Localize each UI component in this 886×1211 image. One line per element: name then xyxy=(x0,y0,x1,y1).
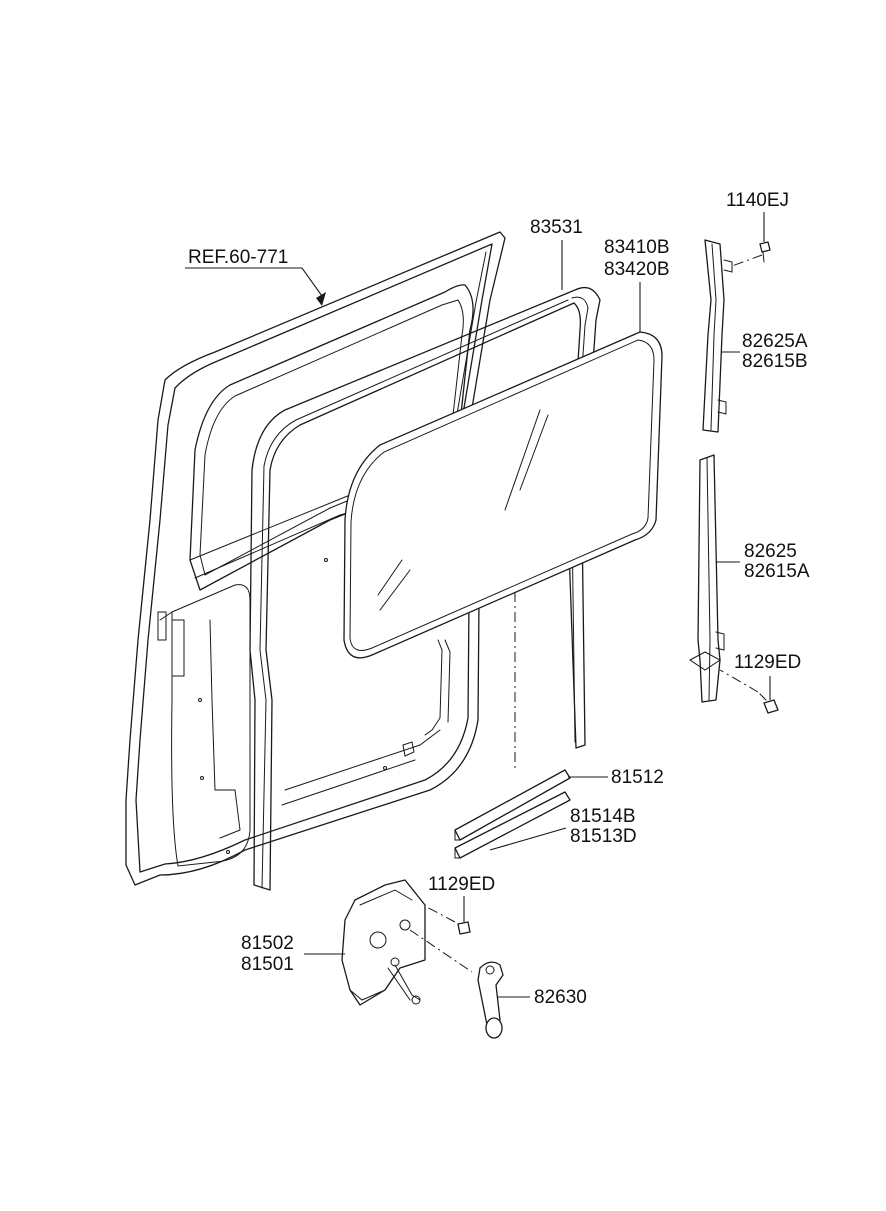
callout-glass-a: 83410B xyxy=(604,237,670,258)
lower-channel xyxy=(454,592,571,859)
callout-run-upper-b: 82615B xyxy=(742,351,808,372)
callout-weatherstrip: 83531 xyxy=(530,217,583,238)
window-regulator xyxy=(341,879,473,1006)
bolt-1129ed-upper xyxy=(719,669,779,714)
upper-glass-run xyxy=(702,239,733,433)
callout-run-lower-b: 82615A xyxy=(744,561,810,582)
callout-channel-a: 81514B xyxy=(570,806,636,827)
door-weatherstrip xyxy=(249,286,601,891)
lower-glass-run xyxy=(689,454,725,703)
bolt-1140ej xyxy=(731,241,771,267)
callout-channel: 81512 xyxy=(611,767,664,788)
window-handle xyxy=(477,961,504,1039)
callout-channel-b: 81513D xyxy=(570,826,637,847)
callout-regulator-a: 81502 xyxy=(241,933,294,954)
callout-run-upper-a: 82625A xyxy=(742,331,808,352)
callout-bolt-mid: 1129ED xyxy=(734,652,801,673)
callout-ref: REF.60-771 xyxy=(188,247,288,268)
bolt-1129ed-lower xyxy=(424,905,471,935)
callout-bolt-low: 1129ED xyxy=(428,874,495,895)
callout-run-lower-a: 82625 xyxy=(744,541,797,562)
callout-glass-b: 83420B xyxy=(604,259,670,280)
door-glass xyxy=(343,331,663,659)
callout-handle: 82630 xyxy=(534,987,587,1008)
leader-lines xyxy=(185,212,771,998)
callout-regulator-b: 81501 xyxy=(241,954,294,975)
callout-bolt-top: 1140EJ xyxy=(726,190,789,211)
